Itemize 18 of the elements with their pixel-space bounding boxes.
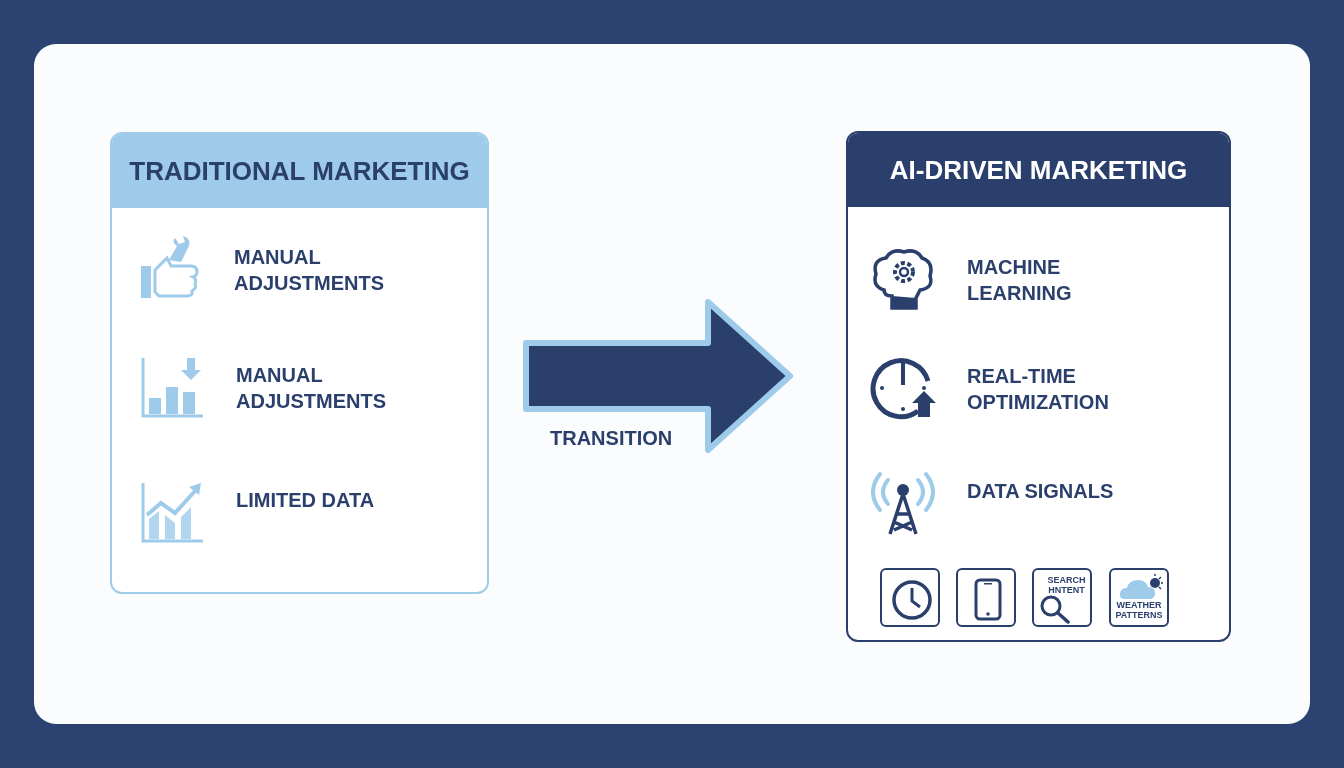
item-label: REAL-TIME OPTIMIZATION [967, 364, 1110, 415]
item-label: MACHINE LEARNING [967, 255, 1073, 306]
edge-label: TRANSITION [550, 426, 673, 451]
item-label: MANUAL ADJUSTMENTS [236, 363, 387, 414]
transition-arrow [523, 299, 793, 453]
panel-card [846, 131, 1231, 642]
icon-tile [880, 568, 940, 627]
tile-label: SEARCH HNTENT [1046, 575, 1087, 595]
panel-header: AI-DRIVEN MARKETING [848, 133, 1229, 207]
icon-tile [1109, 568, 1169, 627]
panel-card [110, 132, 489, 594]
item-label: MANUAL ADJUSTMENTS [234, 245, 385, 296]
item-label: DATA SIGNALS [967, 479, 1115, 504]
tile-label: WEATHER PATTERNS [1114, 600, 1164, 620]
panel-header: TRADITIONAL MARKETING [112, 134, 487, 208]
icon-tile [1032, 568, 1092, 627]
item-label: LIMITED DATA [236, 488, 376, 513]
icon-tile [956, 568, 1016, 627]
